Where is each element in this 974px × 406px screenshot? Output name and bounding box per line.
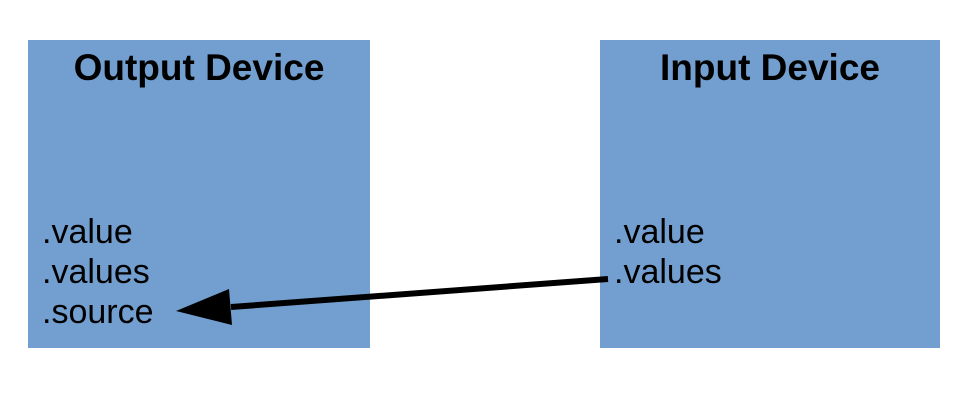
input-device-members: .value .values xyxy=(614,212,722,292)
input-device-box: Input Device .value .values xyxy=(600,40,940,348)
input-member-value: .value xyxy=(614,213,705,251)
output-device-members: .value .values .source xyxy=(42,212,154,332)
output-member-value: .value xyxy=(42,213,133,251)
input-member-values: .values xyxy=(614,253,722,291)
output-member-source: .source xyxy=(42,293,154,331)
output-member-values: .values xyxy=(42,253,150,291)
output-device-box: Output Device .value .values .source xyxy=(28,40,370,348)
output-device-title: Output Device xyxy=(73,47,325,88)
input-device-title: Input Device xyxy=(660,47,880,88)
